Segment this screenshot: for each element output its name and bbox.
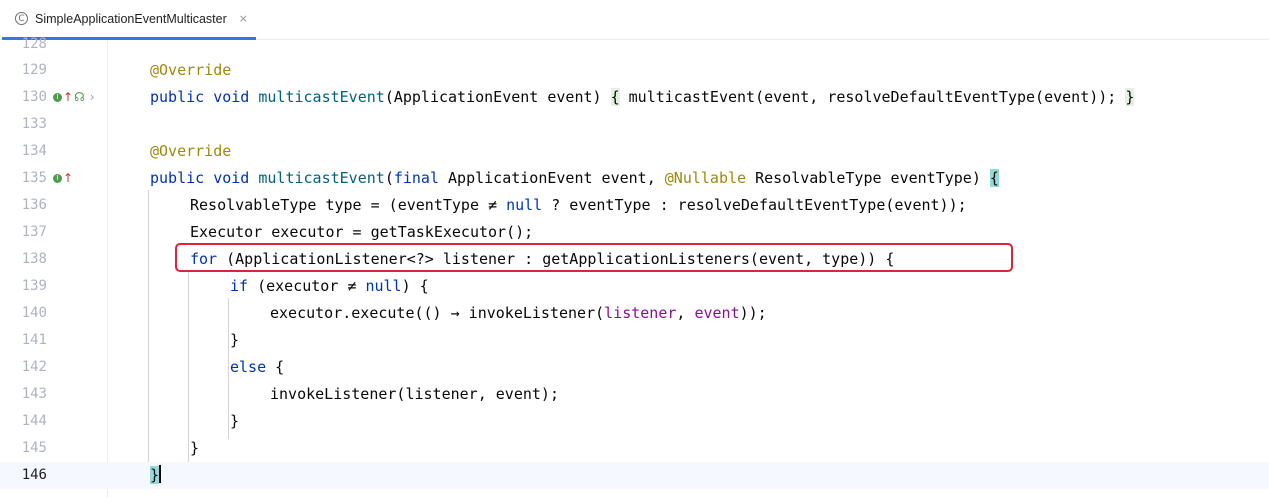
code-line[interactable]: 144 } bbox=[0, 408, 1269, 435]
line-number: 144 bbox=[21, 413, 47, 429]
code-line[interactable]: 136 ResolvableType type = (eventType ≠ n… bbox=[0, 192, 1269, 219]
code-line[interactable]: 137 Executor executor = getTaskExecutor(… bbox=[0, 219, 1269, 246]
code-text: if (executor ≠ null) { bbox=[230, 277, 429, 295]
class-icon: C bbox=[15, 12, 28, 25]
code-text: ResolvableType type = (eventType ≠ null … bbox=[190, 196, 967, 214]
code-text: Executor executor = getTaskExecutor(); bbox=[190, 223, 534, 241]
token-keyword: public bbox=[150, 169, 205, 187]
token-annotation: @Override bbox=[150, 61, 232, 79]
gutter-markers: I ↑ ☊ › bbox=[53, 84, 95, 111]
token-keyword: void bbox=[213, 88, 250, 106]
line-number: 140 bbox=[21, 305, 47, 321]
tab-simple-application-event-multicaster[interactable]: C SimpleApplicationEventMulticaster × bbox=[2, 0, 256, 40]
line-number: 128 bbox=[21, 36, 47, 52]
implements-icon[interactable]: I bbox=[53, 174, 62, 183]
code-text: } bbox=[230, 412, 240, 430]
line-number: 136 bbox=[21, 197, 47, 213]
spring-listener-icon[interactable]: ☊ bbox=[74, 90, 85, 104]
token-keyword: void bbox=[213, 169, 250, 187]
code-line-current[interactable]: 146 } bbox=[0, 462, 1269, 489]
line-number: 138 bbox=[21, 251, 47, 267]
code-text: public void multicastEvent(final Applica… bbox=[150, 169, 999, 187]
code-line[interactable]: 138 for (ApplicationListener<?> listener… bbox=[0, 246, 1269, 273]
line-number: 133 bbox=[21, 116, 47, 132]
code-line[interactable]: 129 @Override bbox=[0, 57, 1269, 84]
code-text: executor.execute(() → invokeListener(lis… bbox=[270, 304, 767, 322]
token-keyword: if bbox=[230, 277, 249, 295]
token-keyword: final bbox=[393, 169, 439, 187]
token-keyword: null bbox=[506, 196, 543, 214]
token-annotation: @Nullable bbox=[664, 169, 747, 187]
code-text: else { bbox=[230, 358, 285, 376]
line-number: 139 bbox=[21, 278, 47, 294]
code-text: } bbox=[190, 439, 200, 457]
indent-guide bbox=[188, 271, 189, 466]
folded-region[interactable]: } bbox=[1125, 88, 1135, 106]
code-text: invokeListener(listener, event); bbox=[270, 385, 559, 403]
indent-guide bbox=[148, 190, 149, 466]
line-number: 146 bbox=[21, 467, 47, 483]
code-text: public void multicastEvent(ApplicationEv… bbox=[150, 88, 1135, 106]
text-caret bbox=[159, 465, 162, 483]
fold-chevron-icon[interactable]: › bbox=[89, 90, 95, 104]
code-text: @Override bbox=[150, 57, 231, 84]
editor-tab-bar: C SimpleApplicationEventMulticaster × bbox=[0, 0, 1269, 40]
code-text: } bbox=[230, 331, 240, 349]
token-keyword: else bbox=[230, 358, 267, 376]
implements-icon[interactable]: I bbox=[53, 93, 62, 102]
line-number: 129 bbox=[21, 62, 47, 78]
code-text: for (ApplicationListener<?> listener : g… bbox=[190, 250, 895, 268]
overrides-arrow-icon[interactable]: ↑ bbox=[63, 171, 74, 185]
code-line[interactable]: 142 else { bbox=[0, 354, 1269, 381]
token-method: multicastEvent bbox=[258, 88, 385, 106]
code-line[interactable]: 140 executor.execute(() → invokeListener… bbox=[0, 300, 1269, 327]
token-keyword: null bbox=[365, 277, 402, 295]
gutter-markers: I ↑ bbox=[53, 165, 73, 192]
code-text: @Override bbox=[150, 138, 231, 165]
code-line[interactable]: 143 invokeListener(listener, event); bbox=[0, 381, 1269, 408]
overrides-arrow-icon[interactable]: ↑ bbox=[63, 90, 74, 104]
matched-brace: { bbox=[989, 169, 999, 187]
line-number: 130 bbox=[21, 89, 47, 105]
code-line[interactable]: 134 @Override bbox=[0, 138, 1269, 165]
line-number: 141 bbox=[21, 332, 47, 348]
line-number: 134 bbox=[21, 143, 47, 159]
token-captured-variable: event bbox=[694, 304, 740, 322]
token-method: multicastEvent bbox=[258, 169, 385, 187]
code-editor[interactable]: 128 129 @Override 130 I ↑ ☊ › public voi… bbox=[0, 36, 1269, 498]
line-number: 137 bbox=[21, 224, 47, 240]
token-keyword: public bbox=[150, 88, 205, 106]
code-line[interactable]: 128 bbox=[0, 31, 1269, 58]
line-number: 142 bbox=[21, 359, 47, 375]
folded-region[interactable]: { bbox=[610, 88, 620, 106]
token-keyword: for bbox=[190, 250, 218, 268]
line-number: 135 bbox=[21, 170, 47, 186]
line-number: 145 bbox=[21, 440, 47, 456]
token-annotation: @Override bbox=[150, 142, 232, 160]
annotation-highlight-box bbox=[175, 243, 1013, 272]
code-line[interactable]: 145 } bbox=[0, 435, 1269, 462]
matched-brace: } bbox=[150, 466, 160, 484]
code-line[interactable]: 139 if (executor ≠ null) { bbox=[0, 273, 1269, 300]
line-number: 143 bbox=[21, 386, 47, 402]
indent-guide bbox=[228, 298, 229, 439]
tab-label: SimpleApplicationEventMulticaster bbox=[35, 11, 227, 26]
close-icon[interactable]: × bbox=[238, 12, 248, 25]
editor-gutter bbox=[0, 40, 108, 498]
code-line[interactable]: 135 I ↑ public void multicastEvent(final… bbox=[0, 165, 1269, 192]
code-line[interactable]: 133 bbox=[0, 111, 1269, 138]
code-text: } bbox=[150, 462, 162, 489]
token-captured-variable: listener bbox=[604, 304, 677, 322]
code-line[interactable]: 141 } bbox=[0, 327, 1269, 354]
code-line[interactable]: 130 I ↑ ☊ › public void multicastEvent(A… bbox=[0, 84, 1269, 111]
